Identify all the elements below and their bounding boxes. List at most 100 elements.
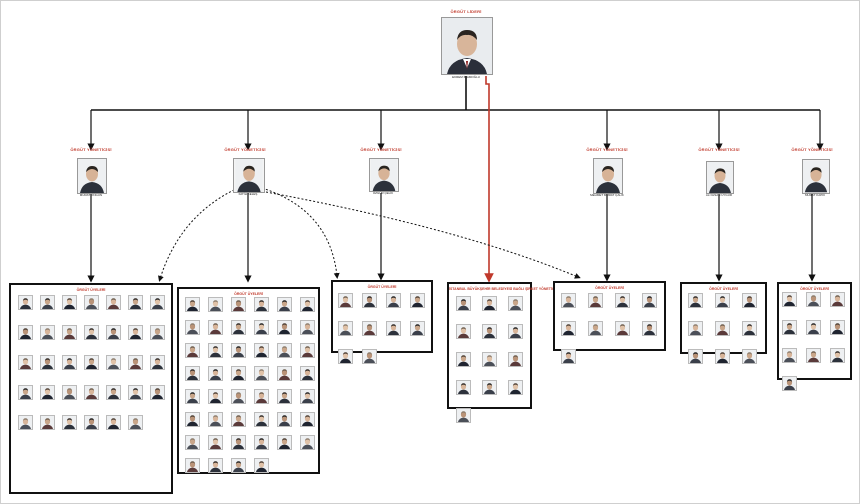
member-card: [127, 295, 143, 310]
group-title: ÖRGÜT ÜYELERİ: [76, 288, 106, 292]
manager-photo: [593, 158, 623, 194]
member-photo: [587, 321, 603, 336]
member-card: [481, 296, 497, 311]
member-card: [39, 295, 55, 310]
member-photo: [230, 320, 246, 335]
member-card: [149, 325, 165, 340]
member-card: [17, 325, 33, 340]
member-photo: [507, 352, 523, 367]
member-photo: [230, 343, 246, 358]
member-photo: [276, 343, 292, 358]
member-card: [455, 352, 471, 367]
member-card: [230, 389, 246, 404]
member-card: [299, 297, 315, 312]
member-card: [61, 385, 77, 400]
member-card: [230, 366, 246, 381]
member-card: [149, 295, 165, 310]
member-card: [253, 343, 269, 358]
member-card: [184, 343, 200, 358]
member-photo: [337, 321, 353, 336]
member-card: [207, 297, 223, 312]
member-card: [299, 320, 315, 335]
member-card: [276, 320, 292, 335]
member-photo: [127, 415, 143, 430]
member-card: [253, 389, 269, 404]
member-card: [230, 297, 246, 312]
member-photo: [184, 297, 200, 312]
member-photo: [105, 295, 121, 310]
member-card: [127, 415, 143, 430]
member-photo: [299, 297, 315, 312]
member-photo: [687, 293, 703, 308]
leader-photo: [441, 17, 493, 75]
member-photo: [253, 343, 269, 358]
member-photo: [127, 385, 143, 400]
member-photo: [230, 297, 246, 312]
group-title: ÖRGÜT ÜYELERİ: [367, 285, 397, 289]
member-card: [687, 349, 703, 364]
member-photo: [149, 385, 165, 400]
member-photo: [17, 385, 33, 400]
manager-name: ÖZGÜR ÇELİK: [372, 191, 394, 195]
member-photo: [687, 349, 703, 364]
member-card: [61, 355, 77, 370]
member-group: ÖRGÜT ÜYELERİ: [177, 287, 320, 474]
member-photo: [17, 415, 33, 430]
member-photo: [149, 355, 165, 370]
manager-title: ÖRGÜT YÖNETİCİSİ: [224, 147, 266, 152]
member-card: [614, 293, 630, 308]
manager-name: MEHMET MURAT ÇALIK: [590, 193, 624, 197]
member-photo: [455, 408, 471, 423]
member-photo: [299, 389, 315, 404]
member-photo: [276, 435, 292, 450]
member-card: [714, 293, 730, 308]
member-photo: [641, 293, 657, 308]
member-card: [83, 355, 99, 370]
member-card: [781, 348, 797, 363]
member-photo: [781, 348, 797, 363]
member-photo: [207, 389, 223, 404]
member-photo: [455, 296, 471, 311]
member-card: [560, 293, 576, 308]
member-photo: [207, 343, 223, 358]
group-title: ÖRGÜT ÜYELERİ: [709, 287, 738, 291]
member-card: [61, 295, 77, 310]
member-card: [127, 325, 143, 340]
group-title: İSTANBUL BÜYÜKŞEHİR BELEDİYESİ BAĞLI ŞİR…: [449, 287, 564, 291]
member-card: [587, 321, 603, 336]
member-photo: [184, 343, 200, 358]
member-photo: [714, 293, 730, 308]
member-card: [207, 458, 223, 473]
member-photo: [829, 292, 845, 307]
member-card: [614, 321, 630, 336]
member-photo: [741, 293, 757, 308]
member-photo: [299, 343, 315, 358]
member-photo: [83, 325, 99, 340]
member-photo: [507, 324, 523, 339]
member-photo: [83, 355, 99, 370]
member-photo: [105, 355, 121, 370]
member-card: [687, 321, 703, 336]
member-photo: [39, 325, 55, 340]
member-card: [276, 366, 292, 381]
member-card: [39, 325, 55, 340]
member-group: İSTANBUL BÜYÜKŞEHİR BELEDİYESİ BAĞLI ŞİR…: [447, 282, 564, 423]
member-photo: [409, 293, 425, 308]
leader-title: ÖRGÜT LİDERİ: [450, 9, 482, 14]
member-photo: [253, 366, 269, 381]
member-card: [455, 324, 471, 339]
member-card: [184, 412, 200, 427]
member-photo: [83, 385, 99, 400]
member-photo: [455, 380, 471, 395]
member-photo: [641, 321, 657, 336]
member-photo: [481, 324, 497, 339]
member-card: [105, 385, 121, 400]
member-photo: [385, 293, 401, 308]
member-photo: [149, 295, 165, 310]
member-photo: [230, 412, 246, 427]
member-photo: [83, 295, 99, 310]
member-photo: [39, 295, 55, 310]
member-card: [299, 412, 315, 427]
manager-photo: [802, 159, 830, 194]
member-photo: [481, 352, 497, 367]
